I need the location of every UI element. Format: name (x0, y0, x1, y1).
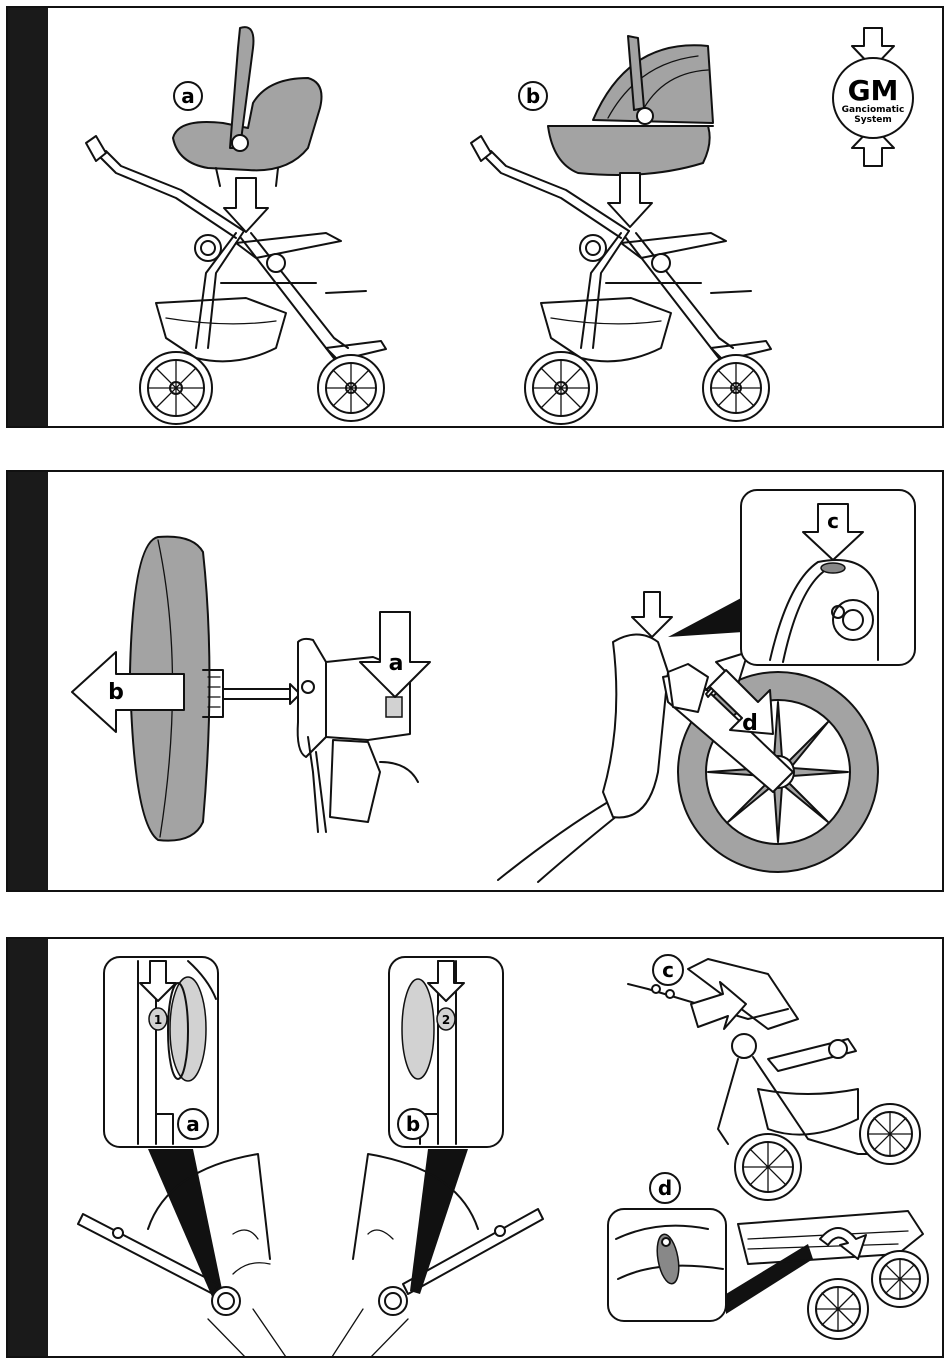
callout-b-label: b (108, 680, 124, 705)
front-wheel-assembly (498, 635, 878, 883)
panel-2-illustration: a b d (8, 472, 944, 892)
callout-a-label: a (389, 651, 404, 676)
arrow-down-a (224, 178, 268, 232)
carrycot-illustration (548, 36, 713, 175)
arrow-small-down (632, 592, 672, 637)
callout-d-label: d (742, 711, 758, 736)
step-2-label: 2 (442, 1013, 450, 1027)
panel-3-illustration: 1 a 2 b (8, 939, 944, 1358)
logo-letters: GM (848, 74, 899, 107)
callout-c-label: c (827, 509, 839, 533)
callout-b: b (519, 82, 547, 110)
panel-1-illustration: a b GM Ganciomatic System (8, 8, 944, 428)
callout-a: a (174, 82, 202, 110)
callout-c-label: c (662, 958, 674, 982)
panel-wheel-removal: a b d (6, 470, 944, 892)
callout-b-label: b (406, 1112, 420, 1136)
panel-mount-seat-carrycot: a b GM Ganciomatic System (6, 6, 944, 428)
step-1-label: 1 (154, 1013, 162, 1027)
logo-line-1: Ganciomatic (842, 105, 905, 115)
callout-d-label: d (658, 1176, 672, 1200)
callout-a-label: a (181, 84, 195, 108)
folding-stroller-c: c (628, 955, 920, 1200)
callout-a-label: a (186, 1112, 200, 1136)
inset-c: c (668, 490, 915, 665)
logo-line-2: System (854, 115, 892, 125)
inset-b: 2 b (389, 957, 503, 1294)
panel-fold: 1 a 2 b (6, 937, 944, 1358)
arrow-down-b (608, 173, 652, 227)
ganciomatic-logo: GM Ganciomatic System (833, 28, 913, 166)
callout-b-label: b (526, 84, 540, 108)
